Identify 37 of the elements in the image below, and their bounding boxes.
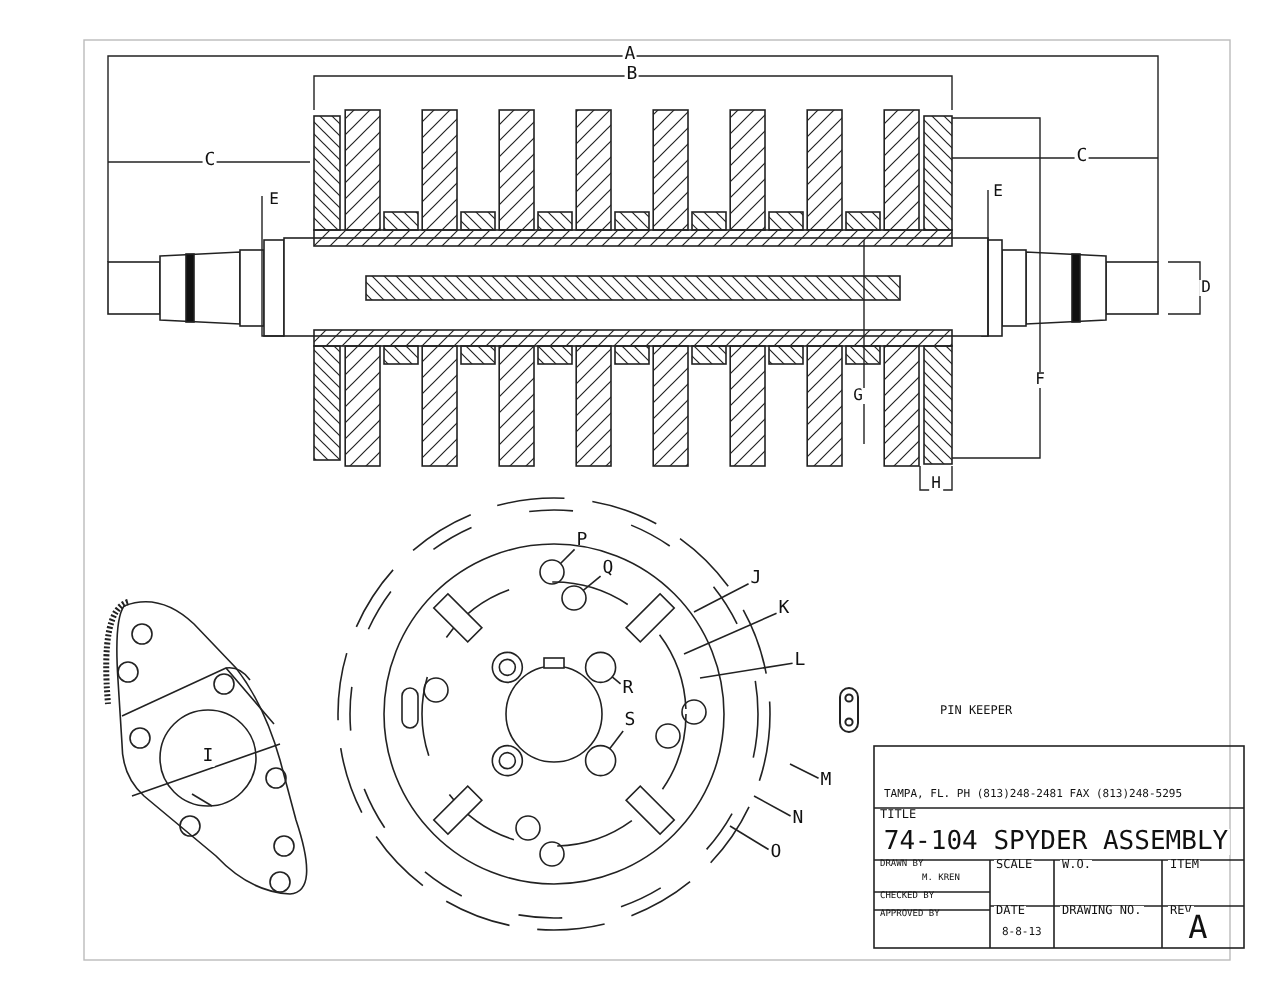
title-block-text: A [1186,912,1210,944]
callout-letter: K [776,601,792,619]
leader-line [753,795,792,817]
callout-letter: J [748,571,764,589]
callout-letter: S [622,713,638,731]
dimension-label: D [1199,280,1213,296]
leader-line [693,583,750,613]
callout-letter: P [574,533,590,551]
hole [584,651,617,684]
dimension-label: H [929,476,943,492]
leader-line [611,676,622,685]
leader-line [729,825,770,851]
leader-line [608,730,624,750]
dimension-label: E [991,184,1005,200]
leader-line [699,662,794,679]
callout-letter: Q [600,561,616,579]
dimension-label: C [202,153,218,171]
dimension-label: G [851,388,865,404]
dimension-label: A [622,47,638,65]
dimension-label: I [200,749,216,767]
callout-letter: O [768,845,784,863]
callout-letter: M [818,773,834,791]
leader-line [789,763,820,780]
leader-line [582,575,602,592]
dimension-label: E [267,192,281,208]
callout-letter: R [620,681,636,699]
leader-line [683,612,778,655]
dimension-label: F [1033,372,1047,388]
dimension-label: C [1074,149,1090,167]
hole [561,585,587,611]
callout-letter: N [790,811,806,829]
dimension-label: B [624,67,640,85]
drawing-title: 74-104 SPYDER ASSEMBLY [881,829,1231,855]
hole [539,559,565,585]
hole [584,744,617,777]
callout-letter: L [792,653,808,671]
leader-line [559,548,576,565]
